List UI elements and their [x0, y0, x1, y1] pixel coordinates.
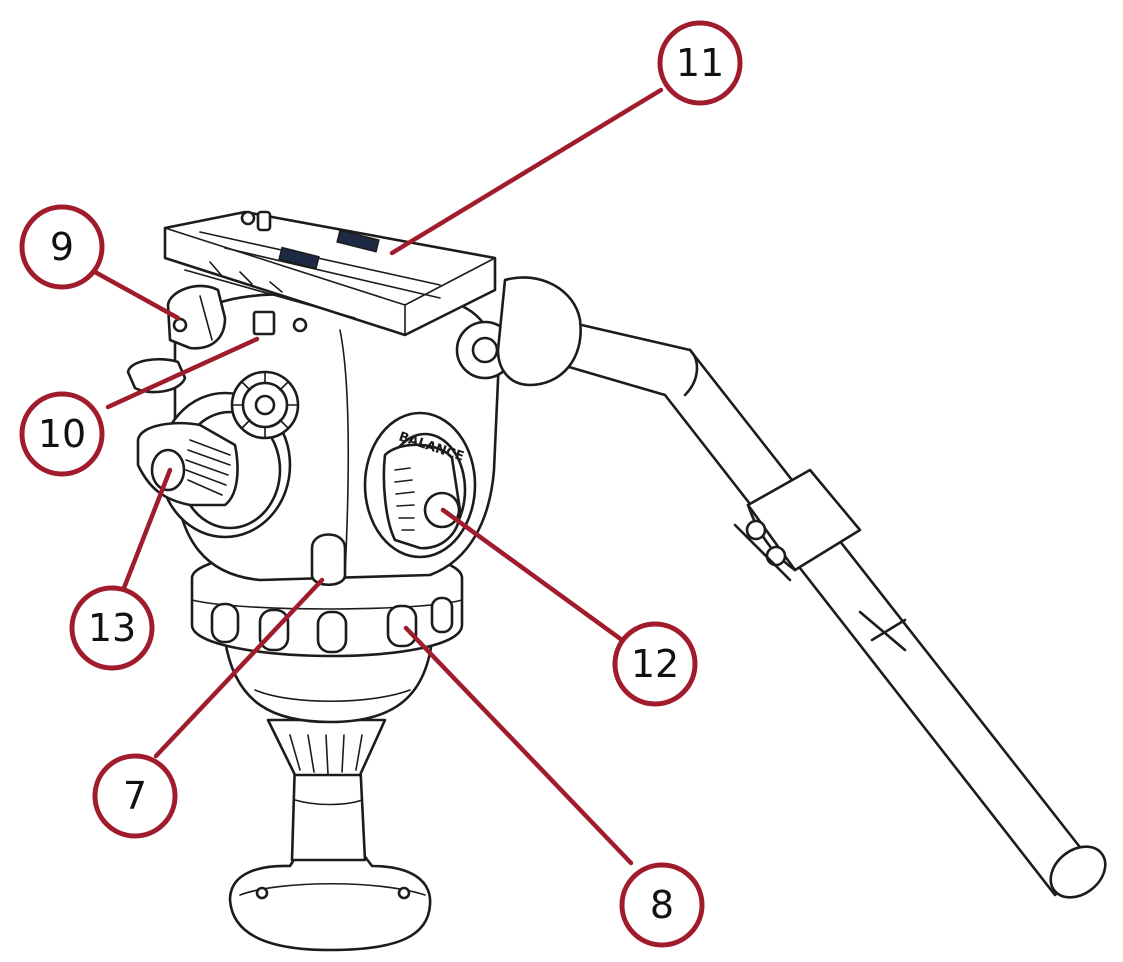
callout-9: 9 [19, 204, 105, 290]
leader-7 [153, 577, 325, 759]
balance-knob: BALANCE [382, 430, 466, 550]
leader-13 [121, 467, 173, 591]
callout-label-12: 12 [631, 642, 679, 686]
leader-8 [403, 625, 634, 866]
callout-label-13: 13 [88, 606, 136, 650]
pan-handle [543, 318, 1107, 899]
leader-10 [105, 336, 260, 410]
callout-label-7: 7 [123, 774, 147, 818]
callout-11: 11 [657, 20, 743, 106]
leader-11 [389, 87, 664, 256]
callout-8: 8 [619, 862, 705, 948]
callout-10: 10 [19, 391, 105, 477]
callout-label-8: 8 [650, 883, 674, 927]
callout-13: 13 [69, 585, 155, 671]
callout-leaders [92, 87, 664, 866]
fluid-head-illustration: BALANCE [126, 210, 1107, 952]
camera-plate [163, 210, 497, 337]
head-base [223, 638, 434, 952]
leader-9 [92, 269, 181, 321]
callout-7: 7 [92, 753, 178, 839]
callout-12: 12 [612, 621, 698, 707]
callout-label-11: 11 [676, 41, 724, 85]
callouts: 11 9 10 13 12 7 8 [19, 20, 743, 948]
leader-12 [440, 507, 625, 643]
callout-label-10: 10 [38, 412, 86, 456]
callout-label-9: 9 [50, 225, 74, 269]
